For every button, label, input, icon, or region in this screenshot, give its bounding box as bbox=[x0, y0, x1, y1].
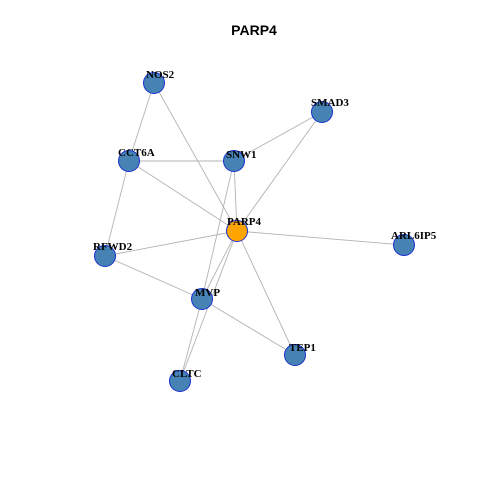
node-label-mvp: MVP bbox=[195, 287, 220, 299]
edge-smad3-snw1 bbox=[233, 111, 323, 162]
edge-nos2-cct6a bbox=[128, 82, 155, 162]
node-tep1 bbox=[284, 344, 306, 366]
edge-mvp-cltc bbox=[179, 298, 203, 382]
node-cltc bbox=[169, 370, 191, 392]
node-cct6a bbox=[118, 150, 140, 172]
edge-parp4-mvp bbox=[201, 230, 238, 300]
edge-rfwd2-mvp bbox=[104, 255, 203, 300]
node-label-rfwd2: RFWD2 bbox=[93, 241, 133, 253]
node-label-parp4: PARP4 bbox=[227, 216, 262, 228]
node-smad3 bbox=[311, 101, 333, 123]
node-snw1 bbox=[223, 150, 245, 172]
diagram-title: PARP4 bbox=[231, 22, 277, 38]
node-label-nos2: NOS2 bbox=[146, 69, 175, 81]
node-mvp bbox=[191, 288, 213, 310]
node-label-cltc: CLTC bbox=[172, 368, 202, 380]
node-rfwd2 bbox=[94, 245, 116, 267]
edge-snw1-mvp bbox=[201, 160, 235, 300]
edge-parp4-rfwd2 bbox=[104, 230, 238, 257]
edge-parp4-tep1 bbox=[236, 230, 296, 356]
node-nos2 bbox=[143, 72, 165, 94]
node-label-snw1: SNW1 bbox=[226, 149, 257, 161]
edge-cct6a-parp4 bbox=[128, 160, 238, 232]
edge-parp4-arl6ip5 bbox=[236, 230, 405, 246]
edge-smad3-parp4 bbox=[236, 111, 323, 232]
node-parp4 bbox=[226, 220, 248, 242]
edge-cct6a-rfwd2 bbox=[104, 160, 130, 257]
node-label-smad3: SMAD3 bbox=[311, 97, 349, 109]
edge-layer bbox=[104, 82, 405, 382]
edge-snw1-parp4 bbox=[233, 160, 238, 232]
node-label-arl6ip5: ARL6IP5 bbox=[391, 230, 437, 242]
node-arl6ip5 bbox=[393, 234, 415, 256]
node-layer bbox=[94, 72, 415, 392]
edge-mvp-tep1 bbox=[201, 298, 296, 356]
node-label-cct6a: CCT6A bbox=[118, 147, 155, 159]
node-label-tep1: TEP1 bbox=[289, 342, 316, 354]
